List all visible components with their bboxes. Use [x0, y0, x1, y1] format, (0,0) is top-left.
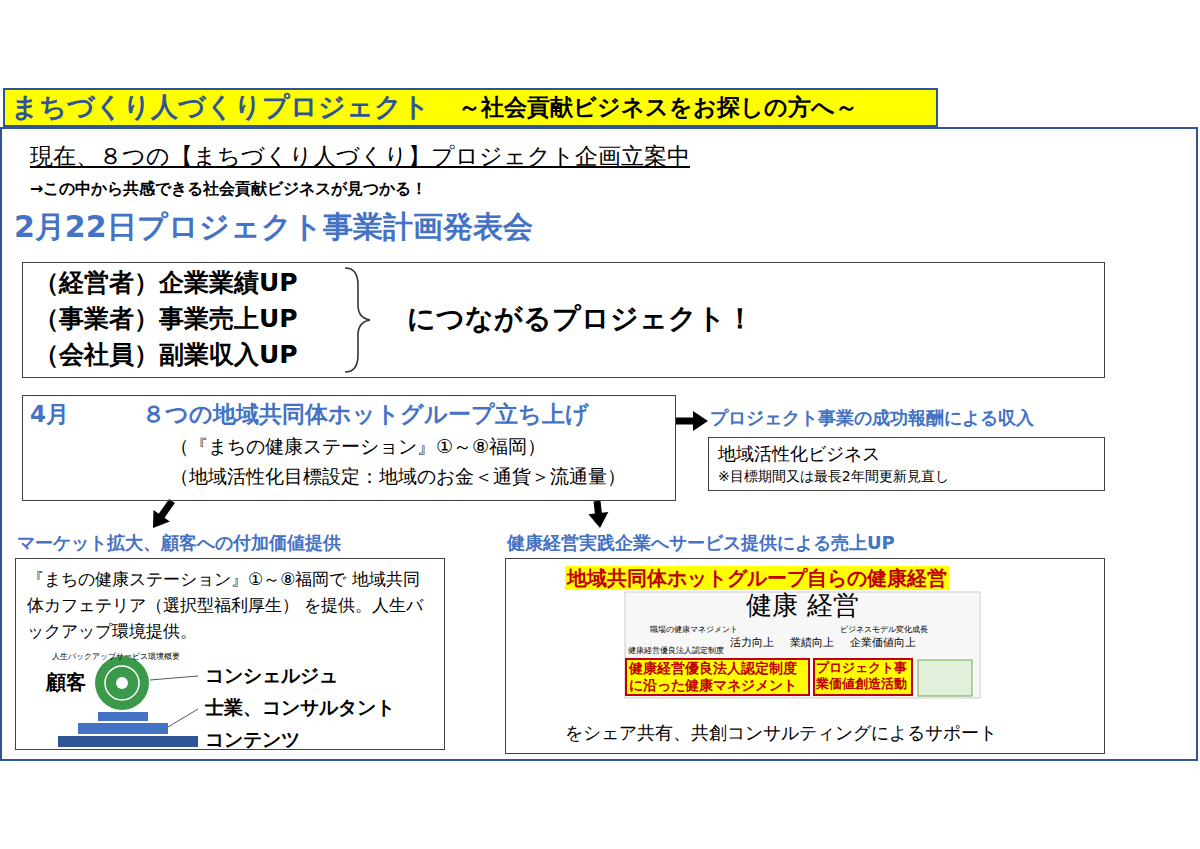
arrow-connector — [153, 501, 172, 528]
outer-frame: 現在、８つの【まちづくり人づくり】プロジェクト企画立案中 →この中から共感できる社… — [0, 127, 1198, 761]
label-text: 活力向上 — [730, 636, 774, 649]
label-text: 顧客 — [46, 670, 86, 694]
arrow-connector — [676, 411, 708, 431]
pyramid-band — [58, 736, 198, 747]
launch-box: 4月 ８つの地域共同体ホットグループ立ち上げ （『まちの健康ステーション』①～⑧福岡… — [22, 395, 676, 501]
arrow-head — [693, 411, 708, 431]
body-text: 地域活性化ビジネス — [718, 443, 880, 465]
heading-text: マーケット拡大、顧客への付加価値提供 — [17, 532, 341, 554]
brace — [345, 268, 370, 372]
target-box: （経営者）企業業績UP （事業者）事業売上UP （会社員）副業収入UP につながるプロ… — [22, 262, 1105, 378]
pyramid-band — [78, 723, 168, 734]
body-text: プロジェクト事業価値創造活動 — [816, 660, 908, 692]
body-text: 2月22日プロジェクト事業計画発表会 — [14, 209, 533, 245]
body-text: （地域活性化目標設定：地域のお金＜通貨＞流通量） — [170, 465, 626, 488]
customer-ring — [105, 666, 139, 700]
customer-circle — [95, 656, 149, 710]
pyramid-band — [98, 712, 148, 721]
heading-text: プロジェクト事業の成功報酬による収入 — [710, 407, 1034, 429]
label-text: 士業、コンサルタント — [205, 696, 395, 719]
image-panel-ground — [625, 592, 980, 698]
body-text: （会社員）副業収入UP — [34, 340, 298, 370]
body-text: ～社会貢献ビジネスをお探しの方へ～ — [458, 94, 858, 122]
leader-line — [150, 676, 198, 680]
heading-text: まちづくり人づくりプロジェクト — [11, 91, 430, 123]
label-text: 人生バックアップサービス環境概要 — [52, 652, 180, 662]
arrow-head — [588, 512, 608, 528]
heading-text: 健康経営実践企業へサービス提供による売上UP — [507, 532, 895, 554]
heading-text: 現在、８つの【まちづくり人づくり】プロジェクト企画立案中 — [30, 143, 690, 171]
arrow-line — [597, 501, 599, 515]
title-band: まちづくり人づくりプロジェクト ～社会貢献ビジネスをお探しの方へ～ — [3, 88, 938, 127]
heading-text: 4月 — [30, 401, 69, 429]
label-text: コンシェルジュ — [205, 664, 338, 687]
body-text: 地域共同体ホットグループ自らの健康経営 — [565, 566, 949, 590]
red-box: プロジェクト事業価値創造活動 — [813, 658, 913, 696]
body-text: 健康経営優良法人認定制度に沿った健康マネジメント — [629, 660, 804, 694]
body-text: をシェア共有、共創コンサルティングによるサポート — [565, 722, 997, 744]
body-text: （事業者）事業売上UP — [34, 304, 298, 334]
red-box: 健康経営優良法人認定制度に沿った健康マネジメント — [625, 658, 810, 696]
label-text: コンテンツ — [205, 728, 300, 751]
body-text: につながるプロジェクト！ — [407, 302, 754, 336]
label-text: 業績向上 — [790, 636, 834, 649]
label-text: 職場の健康マネジメント — [650, 625, 738, 635]
arrow-head — [153, 510, 170, 528]
leader-line — [168, 709, 198, 727]
body-text: 『まちの健康ステーション』①～⑧福岡で 地域共同体カフェテリア（選択型福利厚生）… — [27, 566, 427, 644]
body-text: 健康 経営 — [625, 594, 980, 616]
income-box: プロジェクト事業の成功報酬による収入地域活性化ビジネス ※目標期間又は最長2年間更… — [708, 405, 1105, 491]
heading-text: （経営者）企業業績UP — [34, 268, 298, 298]
body-text: ※目標期間又は最長2年間更新見直し — [718, 468, 949, 485]
label-text: ビジネスモデル変化成長 — [840, 625, 928, 635]
arrow-line — [676, 418, 695, 425]
body-text: ８つの地域共同体ホットグループ立ち上げ — [142, 401, 589, 429]
arrow-line — [160, 501, 172, 517]
label-text: 健康経営優良法人認定制度 — [628, 646, 724, 656]
body-text: →この中から共感できる社会貢献ビジネスが見つかる！ — [30, 179, 427, 198]
image-decor — [918, 660, 972, 696]
customer-core — [116, 677, 128, 689]
arrow-connector — [588, 501, 608, 528]
body-text: （『まちの健康ステーション』①～⑧福岡） — [170, 435, 546, 458]
label-text: 企業価値向上 — [850, 636, 916, 649]
